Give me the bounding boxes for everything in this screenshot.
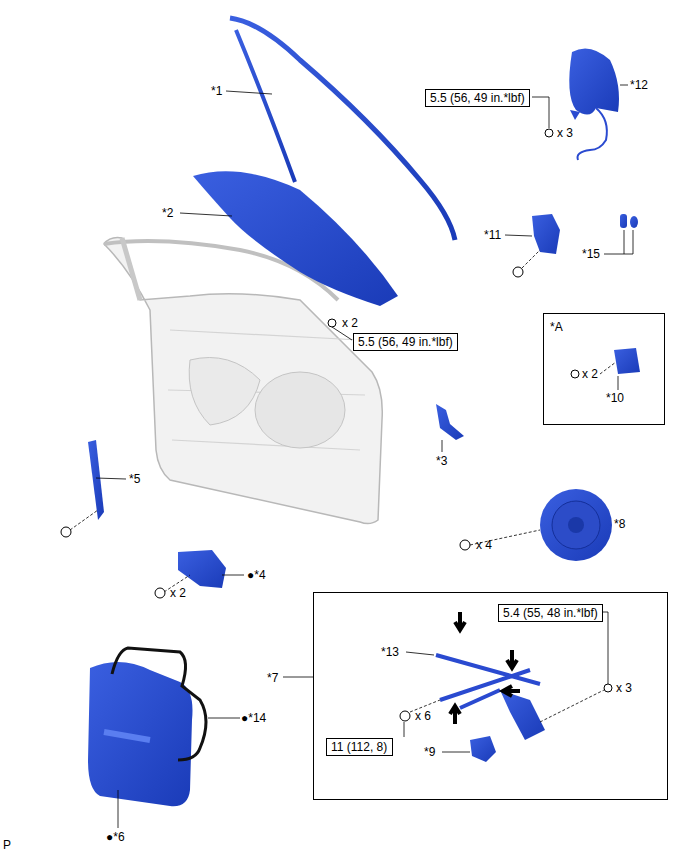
callout-number: *7 xyxy=(267,671,278,685)
quantity-text: x 2 xyxy=(170,586,186,600)
quantity-text: x 2 xyxy=(342,316,358,330)
torque-box: 5.5 (56, 49 in.*lbf) xyxy=(353,333,458,351)
callout-number: *10 xyxy=(606,391,624,405)
callout-number: *1 xyxy=(211,84,222,98)
callout-number: *11 xyxy=(484,228,501,242)
quantity-text: x 3 xyxy=(616,681,632,695)
quantity-text: x 2 xyxy=(582,367,598,381)
assembly-frame: *75.4 (55, 48 in.*lbf)11 (112, 8) xyxy=(313,592,668,800)
torque-box: 5.4 (55, 48 in.*lbf) xyxy=(498,604,603,622)
callout-number: ●*6 xyxy=(106,830,125,844)
torque-value: 11 (112, 8) xyxy=(331,740,388,754)
callout-number: *8 xyxy=(614,517,625,531)
callout-number: *A xyxy=(550,320,563,334)
torque-value: 5.5 (56, 49 in.*lbf) xyxy=(358,335,453,349)
torque-value: 5.4 (55, 48 in.*lbf) xyxy=(503,606,598,620)
callout-number: *9 xyxy=(424,745,435,759)
quantity-text: x 4 xyxy=(476,538,492,552)
callout-number: ●*14 xyxy=(241,711,266,725)
torque-box: 5.5 (56, 49 in.*lbf) xyxy=(425,89,530,107)
callout-number: *3 xyxy=(436,454,447,468)
torque-box: 11 (112, 8) xyxy=(326,738,393,756)
variant-frame: *A xyxy=(543,313,665,425)
callout-number: *5 xyxy=(129,472,140,486)
callout-number: *2 xyxy=(162,206,173,220)
quantity-text: x 6 xyxy=(415,709,431,723)
callout-number: *12 xyxy=(630,78,648,92)
callout-number: *15 xyxy=(582,247,600,261)
callout-number: ●*4 xyxy=(247,568,266,582)
torque-value: 5.5 (56, 49 in.*lbf) xyxy=(430,91,525,105)
page-mark: P xyxy=(3,838,11,852)
quantity-text: x 3 xyxy=(557,126,573,140)
callout-number: *13 xyxy=(381,645,399,659)
